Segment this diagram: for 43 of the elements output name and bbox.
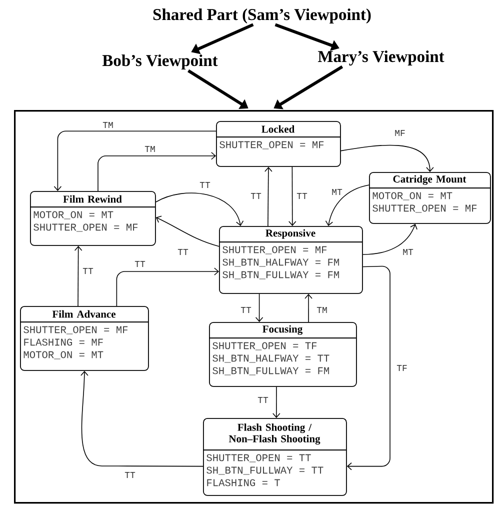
edge-label: TM bbox=[144, 145, 156, 153]
edge-label: TT bbox=[240, 306, 252, 314]
arrow bbox=[304, 294, 312, 322]
viewpoint-label: Mary’s Viewpoint bbox=[318, 50, 444, 66]
arrow bbox=[346, 266, 390, 470]
state-box: Responsive SHUTTER_OPEN = MF SH_BTN_HALFWAY = FM SH_BTN_FULLWAY = FM bbox=[218, 226, 363, 294]
arrow bbox=[54, 130, 216, 191]
edge-label: TT bbox=[134, 260, 146, 268]
arrow bbox=[264, 166, 272, 226]
arrow bbox=[74, 246, 82, 306]
arrow bbox=[272, 386, 280, 418]
edge-label: TT bbox=[256, 396, 270, 404]
arrow bbox=[325, 184, 370, 226]
viewpoint-label: Shared Part (Sam’s Viewpoint) bbox=[153, 8, 371, 24]
arrow bbox=[340, 144, 434, 172]
state-box: Catridge Mount MOTOR_ON = MT SHUTTER_OPEN = MF bbox=[368, 172, 491, 224]
edge-label: TM bbox=[316, 306, 328, 314]
edge-label: MT bbox=[330, 188, 344, 196]
arrow bbox=[362, 224, 418, 255]
edge-label: TT bbox=[124, 471, 136, 479]
edge-label: MF bbox=[394, 129, 406, 137]
edge-label: TT bbox=[296, 192, 308, 200]
arrow bbox=[116, 268, 219, 306]
viewpoint-label: Bob’s Viewpoint bbox=[102, 54, 218, 70]
edge-label: MT bbox=[402, 248, 414, 256]
state-box: Film Advance SHUTTER_OPEN = MF FLASHING = MF MOTOR_ON = MT bbox=[20, 306, 149, 371]
frame-box bbox=[14, 110, 494, 504]
edge-label: TT bbox=[250, 192, 262, 200]
edge-label: TT bbox=[82, 267, 94, 275]
state-box: Focusing SHUTTER_OPEN = TF SH_BTN_HALFWAY = TT SH_BTN_FULLWAY = FM bbox=[208, 322, 357, 387]
edge-label: TT bbox=[176, 248, 190, 256]
state-box: Flash Shooting / Non–Flash Shooting SHUTTER_OPEN = TT SH_BTN_FULLWAY = TT FLASHING = T bbox=[202, 418, 347, 496]
arrow bbox=[255, 294, 264, 322]
arrow bbox=[80, 370, 204, 467]
arrow bbox=[156, 216, 220, 247]
state-box: Film Rewind MOTOR_ON = MT SHUTTER_OPEN = MF bbox=[30, 191, 156, 246]
arrow bbox=[98, 152, 216, 192]
edge-label: TM bbox=[102, 121, 114, 129]
arrow bbox=[288, 166, 296, 226]
edge-label: TT bbox=[198, 181, 212, 189]
edge-label: TF bbox=[396, 364, 408, 372]
arrow bbox=[156, 192, 244, 226]
state-box: Locked SHUTTER_OPEN = MF bbox=[216, 121, 341, 167]
